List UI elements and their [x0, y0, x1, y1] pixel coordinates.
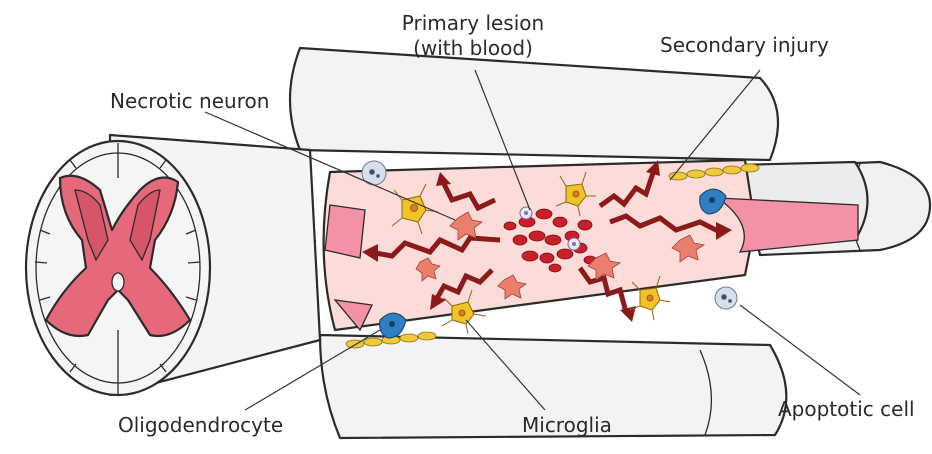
red-blood-cell-icon — [504, 222, 516, 230]
label-microglia: Microglia — [522, 413, 612, 437]
label-necrotic-neuron: Necrotic neuron — [110, 89, 269, 113]
label-primary-lesion-line1: Primary lesion — [402, 11, 544, 35]
label-oligodendrocyte: Oligodendrocyte — [118, 413, 283, 437]
red-blood-cell-icon — [578, 220, 592, 230]
red-blood-cell-icon — [549, 264, 561, 272]
red-blood-cell-icon — [536, 209, 552, 219]
red-blood-cell-icon — [513, 235, 527, 245]
spinal-cord-cross-section-icon — [26, 141, 210, 395]
red-blood-cell-icon — [529, 231, 545, 241]
red-blood-cell-icon — [553, 217, 567, 227]
label-apoptotic-cell: Apoptotic cell — [778, 397, 915, 421]
label-primary-lesion-line2: (with blood) — [413, 36, 533, 60]
red-blood-cell-icon — [522, 251, 538, 261]
red-blood-cell-icon — [545, 235, 561, 245]
red-blood-cell-icon — [540, 253, 554, 263]
left-tract — [325, 205, 365, 258]
red-blood-cell-icon — [557, 249, 573, 259]
apoptotic-cell-icon — [715, 287, 737, 309]
label-secondary-injury: Secondary injury — [660, 33, 829, 57]
